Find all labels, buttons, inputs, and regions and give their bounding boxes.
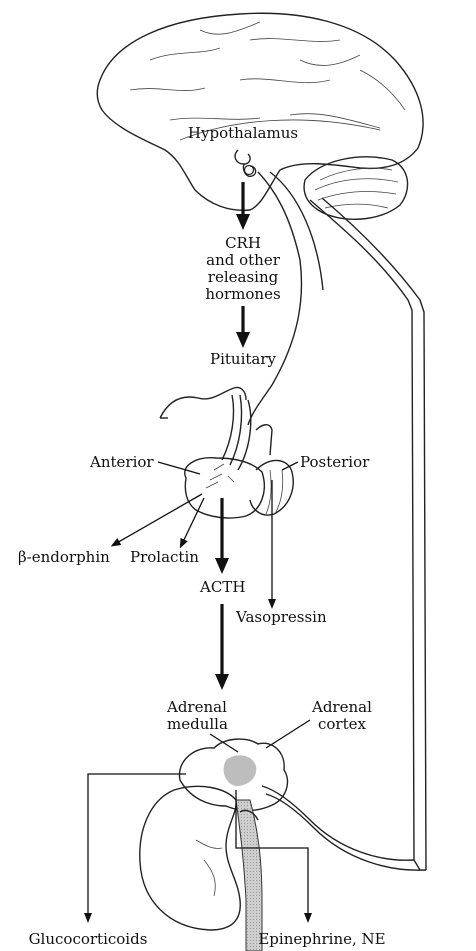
- cortex-pointer-line: [266, 720, 310, 748]
- posterior-label: Posterior: [300, 453, 370, 471]
- crh-label-line3: releasing: [208, 268, 279, 286]
- adrenal-cortex-label: Adrenal: [311, 698, 372, 716]
- hypothalamus-label: Hypothalamus: [188, 124, 298, 142]
- adrenal-medulla-region: [224, 755, 257, 786]
- posterior-pointer-line: [282, 462, 298, 470]
- arrow-to-prolactin: [182, 498, 204, 544]
- blood-vessel: [236, 800, 262, 951]
- glucocorticoids-label: Glucocorticoids: [29, 930, 148, 948]
- adrenal-medulla-label-line2: medulla: [167, 715, 228, 733]
- prolactin-label: Prolactin: [130, 548, 199, 566]
- adrenal-cortex-label-line2: cortex: [318, 715, 367, 733]
- pituitary-label: Pituitary: [210, 350, 277, 368]
- anterior-lobe: [185, 458, 265, 518]
- cerebrum-fold-lines: [130, 22, 405, 128]
- crh-label-line4: hormones: [205, 285, 280, 303]
- kidney: [140, 786, 240, 930]
- cerebrum-outline: [97, 13, 423, 210]
- adrenal-medulla-label: Adrenal: [166, 698, 227, 716]
- arrow-to-glucocorticoids: [88, 774, 186, 918]
- brain-illustration: [97, 13, 423, 219]
- epinephrine-ne-label: Epinephrine, NE: [258, 930, 385, 948]
- anterior-label: Anterior: [89, 453, 154, 471]
- crh-label: CRH: [225, 234, 261, 252]
- vasopressin-label: Vasopressin: [235, 608, 327, 626]
- medulla-pointer-line: [210, 734, 238, 752]
- crh-label-line2: and other: [206, 251, 281, 269]
- beta-endorphin-label: β-endorphin: [18, 548, 110, 566]
- nerve-to-medulla: [262, 786, 414, 860]
- arrow-to-beta-endorphin: [115, 494, 202, 544]
- acth-label: ACTH: [199, 578, 245, 596]
- nerve-to-medulla-2: [266, 794, 426, 870]
- anterior-pointer-line: [158, 462, 200, 474]
- adrenal-kidney-illustration: [140, 739, 288, 951]
- pituitary-illustration: [160, 388, 293, 519]
